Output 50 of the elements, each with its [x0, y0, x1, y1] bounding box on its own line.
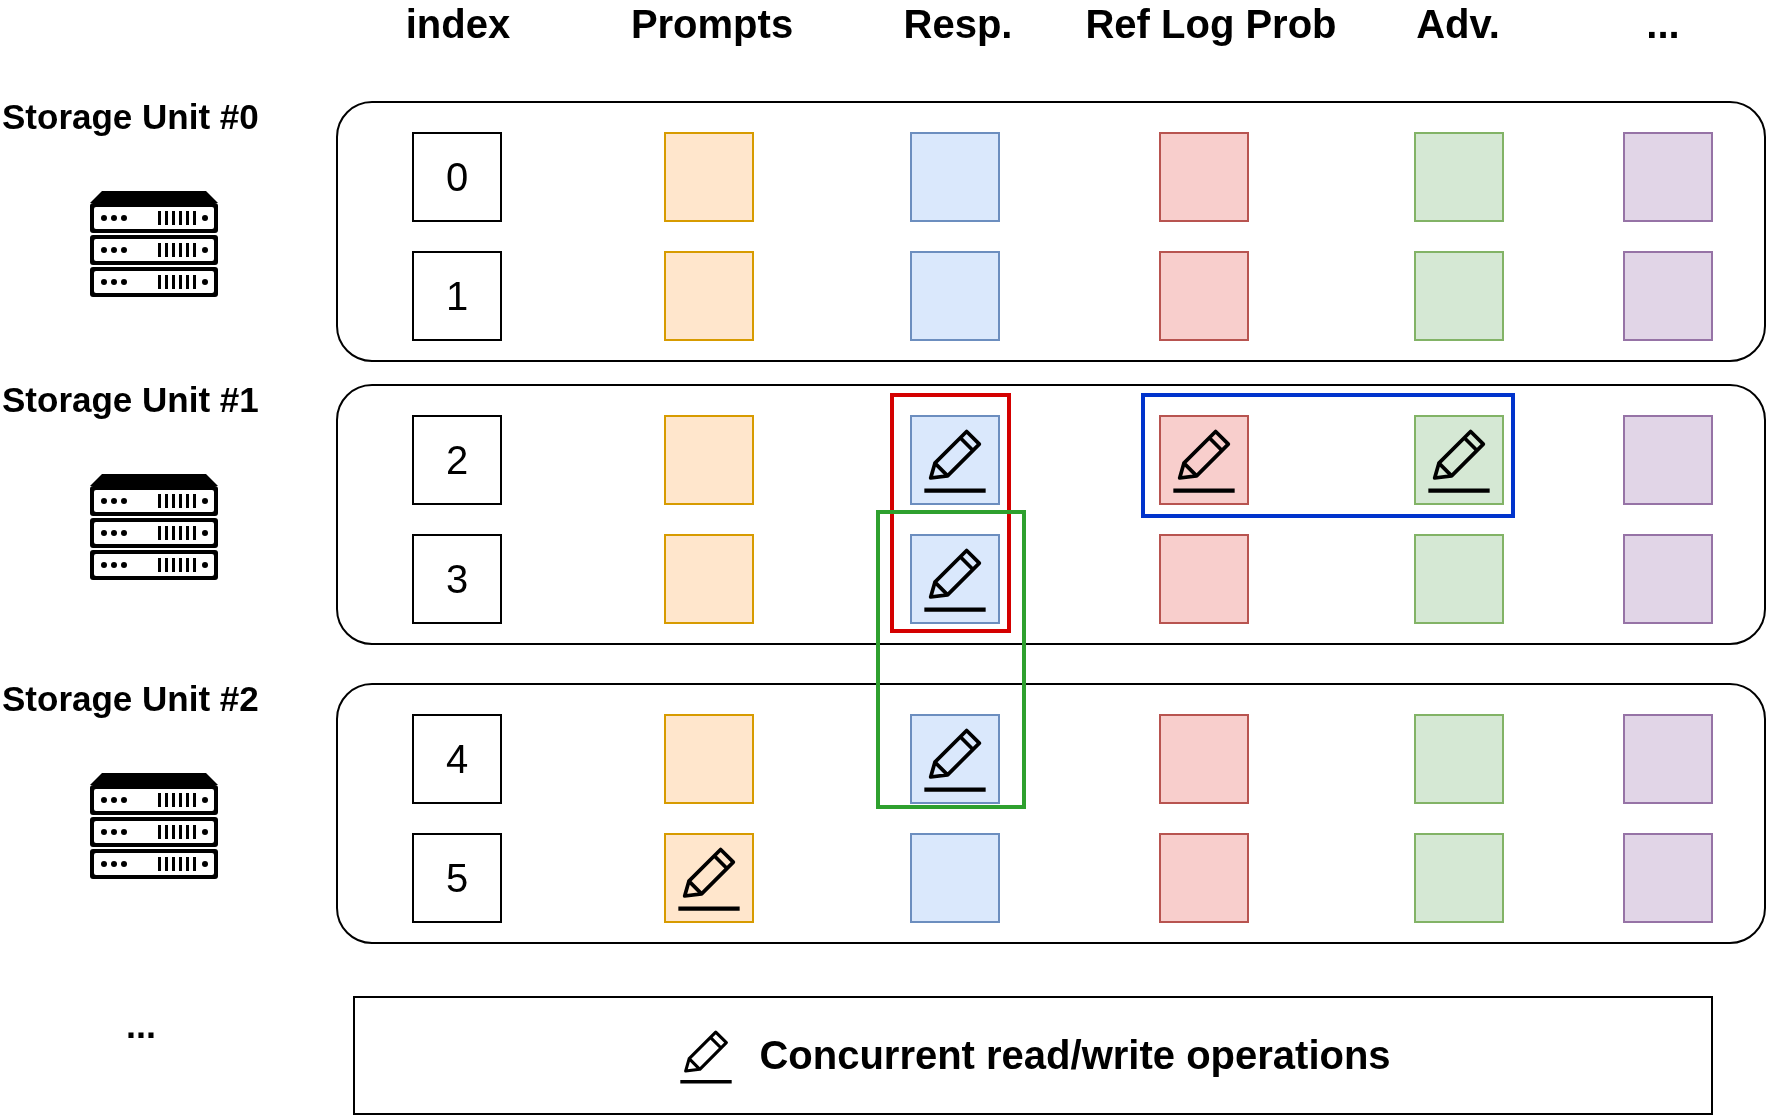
storage-unit-box [336, 683, 1766, 944]
data-cell [910, 415, 1000, 505]
data-cell [664, 415, 754, 505]
data-cell [1159, 833, 1249, 923]
data-cell [1414, 415, 1504, 505]
storage-unit-label: Storage Unit #1 [2, 380, 259, 420]
data-cell [1623, 833, 1713, 923]
index-cell: 5 [412, 833, 502, 923]
data-cell [1623, 714, 1713, 804]
data-cell [1414, 132, 1504, 222]
legend-text: Concurrent read/write operations [759, 1033, 1391, 1078]
data-cell [910, 833, 1000, 923]
column-header: Resp. [903, 2, 1013, 47]
data-cell [910, 714, 1000, 804]
data-cell [664, 534, 754, 624]
index-cell: 2 [412, 415, 502, 505]
data-cell [664, 833, 754, 923]
data-cell [1159, 714, 1249, 804]
data-cell [664, 132, 754, 222]
data-cell [1414, 251, 1504, 341]
data-cell [1159, 415, 1249, 505]
column-header: Ref Log Prob [1085, 2, 1337, 47]
storage-unit-label: Storage Unit #0 [2, 97, 259, 137]
data-cell [664, 714, 754, 804]
data-cell [910, 534, 1000, 624]
column-header: index [405, 2, 511, 47]
data-cell [1414, 534, 1504, 624]
data-cell [1159, 132, 1249, 222]
data-cell [1623, 132, 1713, 222]
data-cell [1623, 251, 1713, 341]
data-cell [664, 251, 754, 341]
column-header: Adv. [1416, 2, 1500, 47]
storage-unit-box [336, 101, 1766, 362]
data-cell [910, 251, 1000, 341]
column-header: ... [1646, 2, 1680, 47]
data-cell [910, 132, 1000, 222]
column-header: Prompts [630, 2, 794, 47]
index-cell: 4 [412, 714, 502, 804]
data-cell [1414, 714, 1504, 804]
index-cell: 3 [412, 534, 502, 624]
index-cell: 1 [412, 251, 502, 341]
data-cell [1623, 534, 1713, 624]
data-cell [1159, 251, 1249, 341]
storage-unit-label: Storage Unit #2 [2, 679, 259, 719]
data-cell [1623, 415, 1713, 505]
data-cell [1159, 534, 1249, 624]
storage-unit-box [336, 384, 1766, 645]
index-cell: 0 [412, 132, 502, 222]
data-cell [1414, 833, 1504, 923]
ellipsis: ... [126, 1005, 156, 1047]
